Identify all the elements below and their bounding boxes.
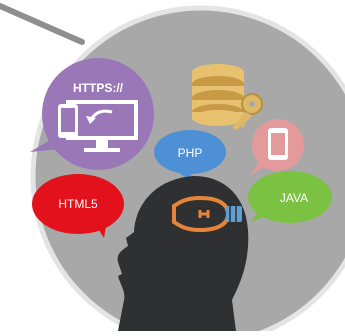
tablet-icon: [268, 128, 288, 160]
lightbulb-icon: [172, 195, 242, 233]
connector-line: [0, 3, 85, 45]
java-bubble: JAVA: [248, 171, 332, 223]
html5-bubble: HTML5: [32, 174, 124, 238]
head-silhouette-icon: [117, 176, 249, 331]
html5-label: HTML5: [58, 197, 98, 211]
java-label: JAVA: [280, 191, 308, 205]
tablet-bubble: [250, 119, 304, 176]
https-bubble: HTTPS://: [30, 58, 154, 170]
monitor-with-phone-icon: [58, 100, 138, 152]
php-label: PHP: [178, 146, 203, 160]
database-with-key-icon: [192, 64, 263, 130]
php-bubble: PHP: [154, 130, 226, 180]
https-label: HTTPS://: [73, 81, 124, 95]
